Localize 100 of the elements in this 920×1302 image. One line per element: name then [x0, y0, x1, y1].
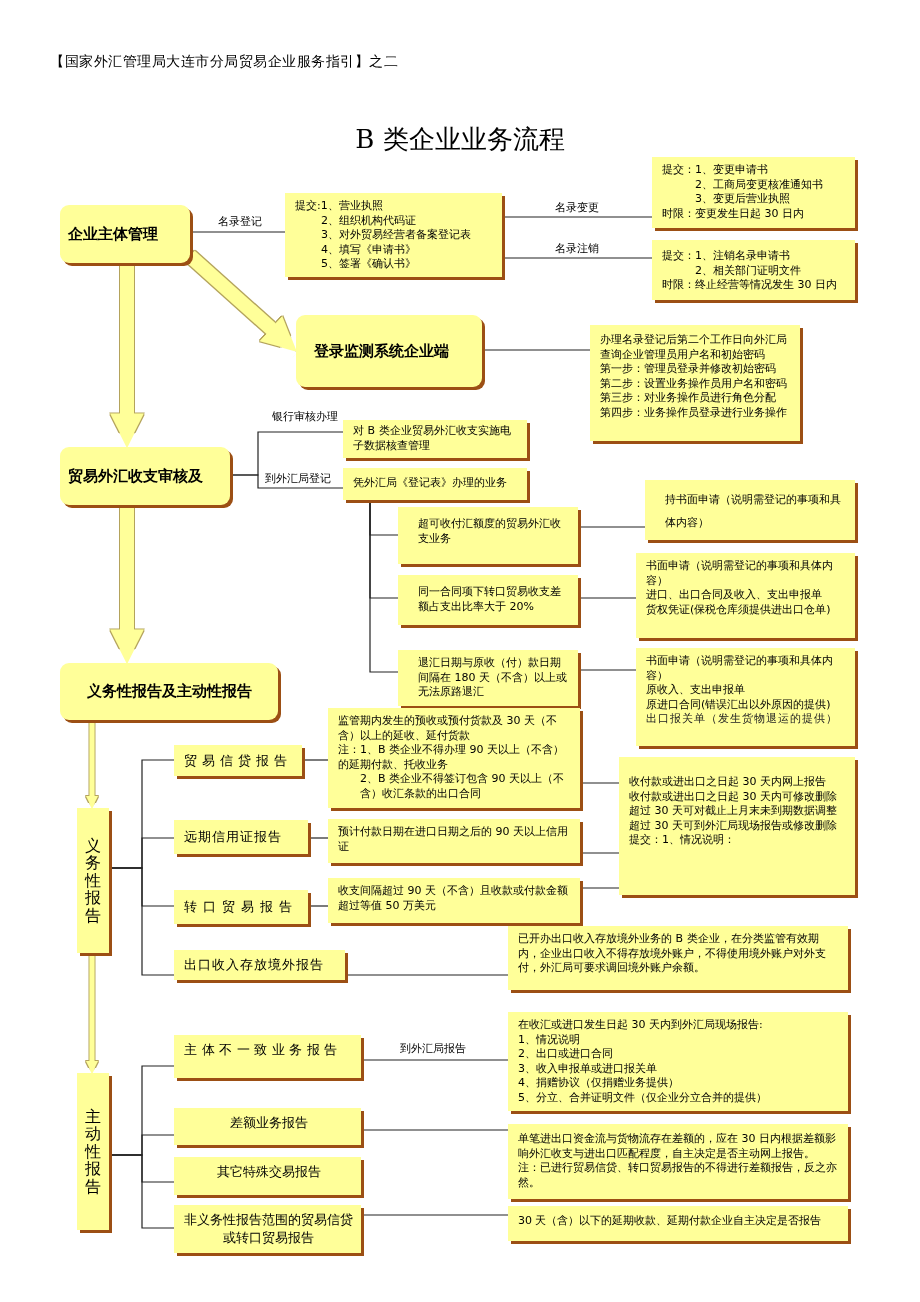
- note-text: 书面申请（说明需登记的事项和具体内容）: [646, 559, 834, 589]
- note-box: [508, 1012, 848, 1111]
- note-text: 提交：1、情况说明：: [629, 833, 736, 848]
- note-text: 收付款或进出口之日起 30 天内可修改删除: [629, 789, 838, 805]
- note-text: 收付款或进出口之日起 30 天内网上报告: [629, 775, 827, 790]
- note-text: 办理名录登记后第二个工作日向外汇局查询企业管理员用户名和初始密码: [600, 333, 788, 363]
- note-box: [590, 325, 800, 441]
- note-text: 监管期内发生的预收或预付货款及 30 天（不含）以上的延收、延付货款: [338, 714, 558, 744]
- note-text: 超过 30 天可到外汇局现场报告或修改删除: [629, 818, 838, 834]
- edge-label: 银行审核办理: [270, 410, 340, 424]
- note-text: 注：已进行贸易信贷、转口贸易报告的不得进行差额报告，反之亦然。: [518, 1161, 838, 1191]
- category-label: 义务性报告: [85, 836, 101, 925]
- report-label: 出口收入存放境外报告: [184, 956, 325, 974]
- edge-label: 名录注销: [553, 242, 601, 256]
- note-box: [636, 648, 855, 746]
- note-box: [398, 507, 578, 564]
- note-text: 单笔进出口资金流与货物流存在差额的，应在 30 日内根据差额影响外汇收支与进出口匹配程度，自主决定是否主动网上报告。: [518, 1132, 837, 1162]
- process-box: [296, 315, 482, 387]
- edge-label: 到外汇局报告: [398, 1042, 468, 1056]
- note-text: 第三步：对业务操作员进行角色分配: [600, 391, 777, 406]
- note-box: [285, 193, 502, 277]
- note-text: 提交：1、注销名录申请书: [662, 249, 791, 264]
- note-text: 2、出口或进口合同: [518, 1047, 614, 1062]
- note-text: 同一合同项下转口贸易收支差额占支出比率大于 20%: [418, 585, 562, 615]
- note-box: [328, 819, 580, 863]
- note-text: 第二步：设置业务操作员用户名和密码: [600, 376, 788, 392]
- note-text: 在收汇或进口发生日起 30 天内到外汇局现场报告:: [518, 1018, 764, 1033]
- note-text: 2、工商局变更核准通知书: [694, 177, 824, 193]
- note-box: [328, 878, 580, 923]
- report-box: [174, 1035, 361, 1078]
- note-text: 2、B 类企业不得签订包含 90 天以上（不含）收汇条款的出口合同: [359, 772, 566, 802]
- note-box: [343, 420, 527, 458]
- note-text: 3、收入申报单或进口报关单: [518, 1061, 658, 1077]
- note-text: 5、分立、合并证明文件（仅企业分立合并的提供）: [518, 1090, 768, 1106]
- note-box: [508, 1124, 848, 1199]
- note-text: 进口、出口合同及收入、支出申报单: [646, 588, 823, 603]
- edge-label: 名录登记: [216, 215, 264, 229]
- note-text: 对 B 类企业贸易外汇收支实施电子数据核查管理: [353, 424, 512, 454]
- note-box: [343, 468, 527, 500]
- note-text: 原收入、支出申报单: [646, 683, 746, 698]
- note-text: 3、变更后营业执照: [694, 192, 791, 207]
- note-text: 注：1、B 类企业不得办理 90 天以上（不含）的延期付款、托收业务: [338, 743, 566, 773]
- report-box: [174, 820, 308, 854]
- note-text: 4、填写《申请书》: [320, 242, 417, 258]
- category-box: [77, 1073, 109, 1230]
- note-text: 3、对外贸易经营者备案登记表: [320, 228, 472, 243]
- note-text: 2、相关部门证明文件: [694, 263, 802, 279]
- process-box: [60, 205, 190, 263]
- process-box: [60, 663, 278, 720]
- process-label: 贸易外汇收支审核及: [68, 466, 203, 486]
- header-text: 【国家外汇管理局大连市分局贸易企业服务指引】之二: [50, 53, 398, 71]
- note-text: 书面申请（说明需登记的事项和具体内容）: [646, 654, 834, 684]
- report-box: [174, 950, 345, 980]
- note-text: 已开办出口收入存放境外业务的 B 类企业，在分类监管有效期内，企业出口收入不得存放境外账户，不得使用境外账户对外支付，外汇局可要求调回境外账户余额。: [518, 932, 827, 976]
- note-text: 原进口合同(错误汇出以外原因的提供): [646, 697, 832, 713]
- note-text: 1、情况说明: [518, 1032, 581, 1048]
- note-text: 30 天（含）以下的延期收款、延期付款企业自主决定是否报告: [518, 1214, 823, 1229]
- note-text: 出口报关单（发生货物退运的提供）: [646, 712, 839, 726]
- note-box: [645, 480, 855, 540]
- report-box: [174, 890, 308, 924]
- note-text: 超过 30 天可对截止上月末未到期数据调整: [629, 804, 838, 819]
- note-text: 收支间隔超过 90 天（不含）且收款或付款金额超过等值 50 万美元: [338, 884, 569, 914]
- report-label: 贸易信贷报告: [184, 751, 293, 770]
- note-text: 提交:1、营业执照: [295, 199, 384, 214]
- process-box: [60, 447, 230, 505]
- note-box: [619, 757, 855, 895]
- note-text: 时限：终止经营等情况发生 30 日内: [662, 278, 838, 293]
- note-text: 5、签署《确认书》: [320, 257, 417, 272]
- report-label: 其它特殊交易报告: [215, 1163, 322, 1181]
- note-box: [398, 575, 578, 625]
- block-arrow: [110, 263, 144, 447]
- note-text: 4、捐赠协议（仅捐赠业务提供）: [518, 1076, 680, 1091]
- edge-label: 名录变更: [553, 201, 601, 215]
- note-text: 第四步：业务操作员登录进行业务操作: [600, 405, 788, 421]
- report-label: 主体不一致业务报告: [184, 1041, 343, 1059]
- note-box: [328, 708, 580, 808]
- block-arrow: [86, 953, 98, 1073]
- block-arrow: [110, 505, 144, 663]
- note-box: [652, 240, 855, 300]
- process-label: 义务性报告及主动性报告: [86, 682, 252, 701]
- report-label: 转口贸易报告: [184, 898, 299, 916]
- note-text: 货权凭证(保税仓库须提供进出口仓单): [646, 602, 832, 618]
- process-label: 登录监测系统企业端: [314, 341, 449, 361]
- edge-label: 到外汇局登记: [263, 472, 333, 486]
- report-box: [174, 1108, 361, 1145]
- note-text: 第一步：管理员登录并修改初始密码: [600, 362, 777, 377]
- note-text: 提交：1、变更申请书: [662, 163, 769, 178]
- note-text: 退汇日期与原收（付）款日期间隔在 180 天（不含）以上或无法原路退汇: [418, 656, 568, 700]
- note-text: 持书面申请（说明需登记的事项和具体内容）: [665, 492, 842, 532]
- note-text: 2、组织机构代码证: [320, 213, 417, 229]
- process-label: 企业主体管理: [68, 224, 158, 244]
- note-text: 时限：变更发生日起 30 日内: [662, 206, 805, 222]
- note-box: [398, 650, 578, 706]
- note-text: 凭外汇局《登记表》办理的业务: [353, 476, 508, 491]
- note-box: [652, 157, 855, 228]
- report-box: [174, 1205, 361, 1253]
- diagram-title: B 类企业业务流程: [355, 123, 565, 156]
- report-label: 非义务性报告范围的贸易信贷或转口贸易报告: [184, 1211, 353, 1247]
- report-label: 远期信用证报告: [184, 828, 283, 846]
- note-text: 超可收付汇额度的贸易外汇收支业务: [418, 517, 562, 547]
